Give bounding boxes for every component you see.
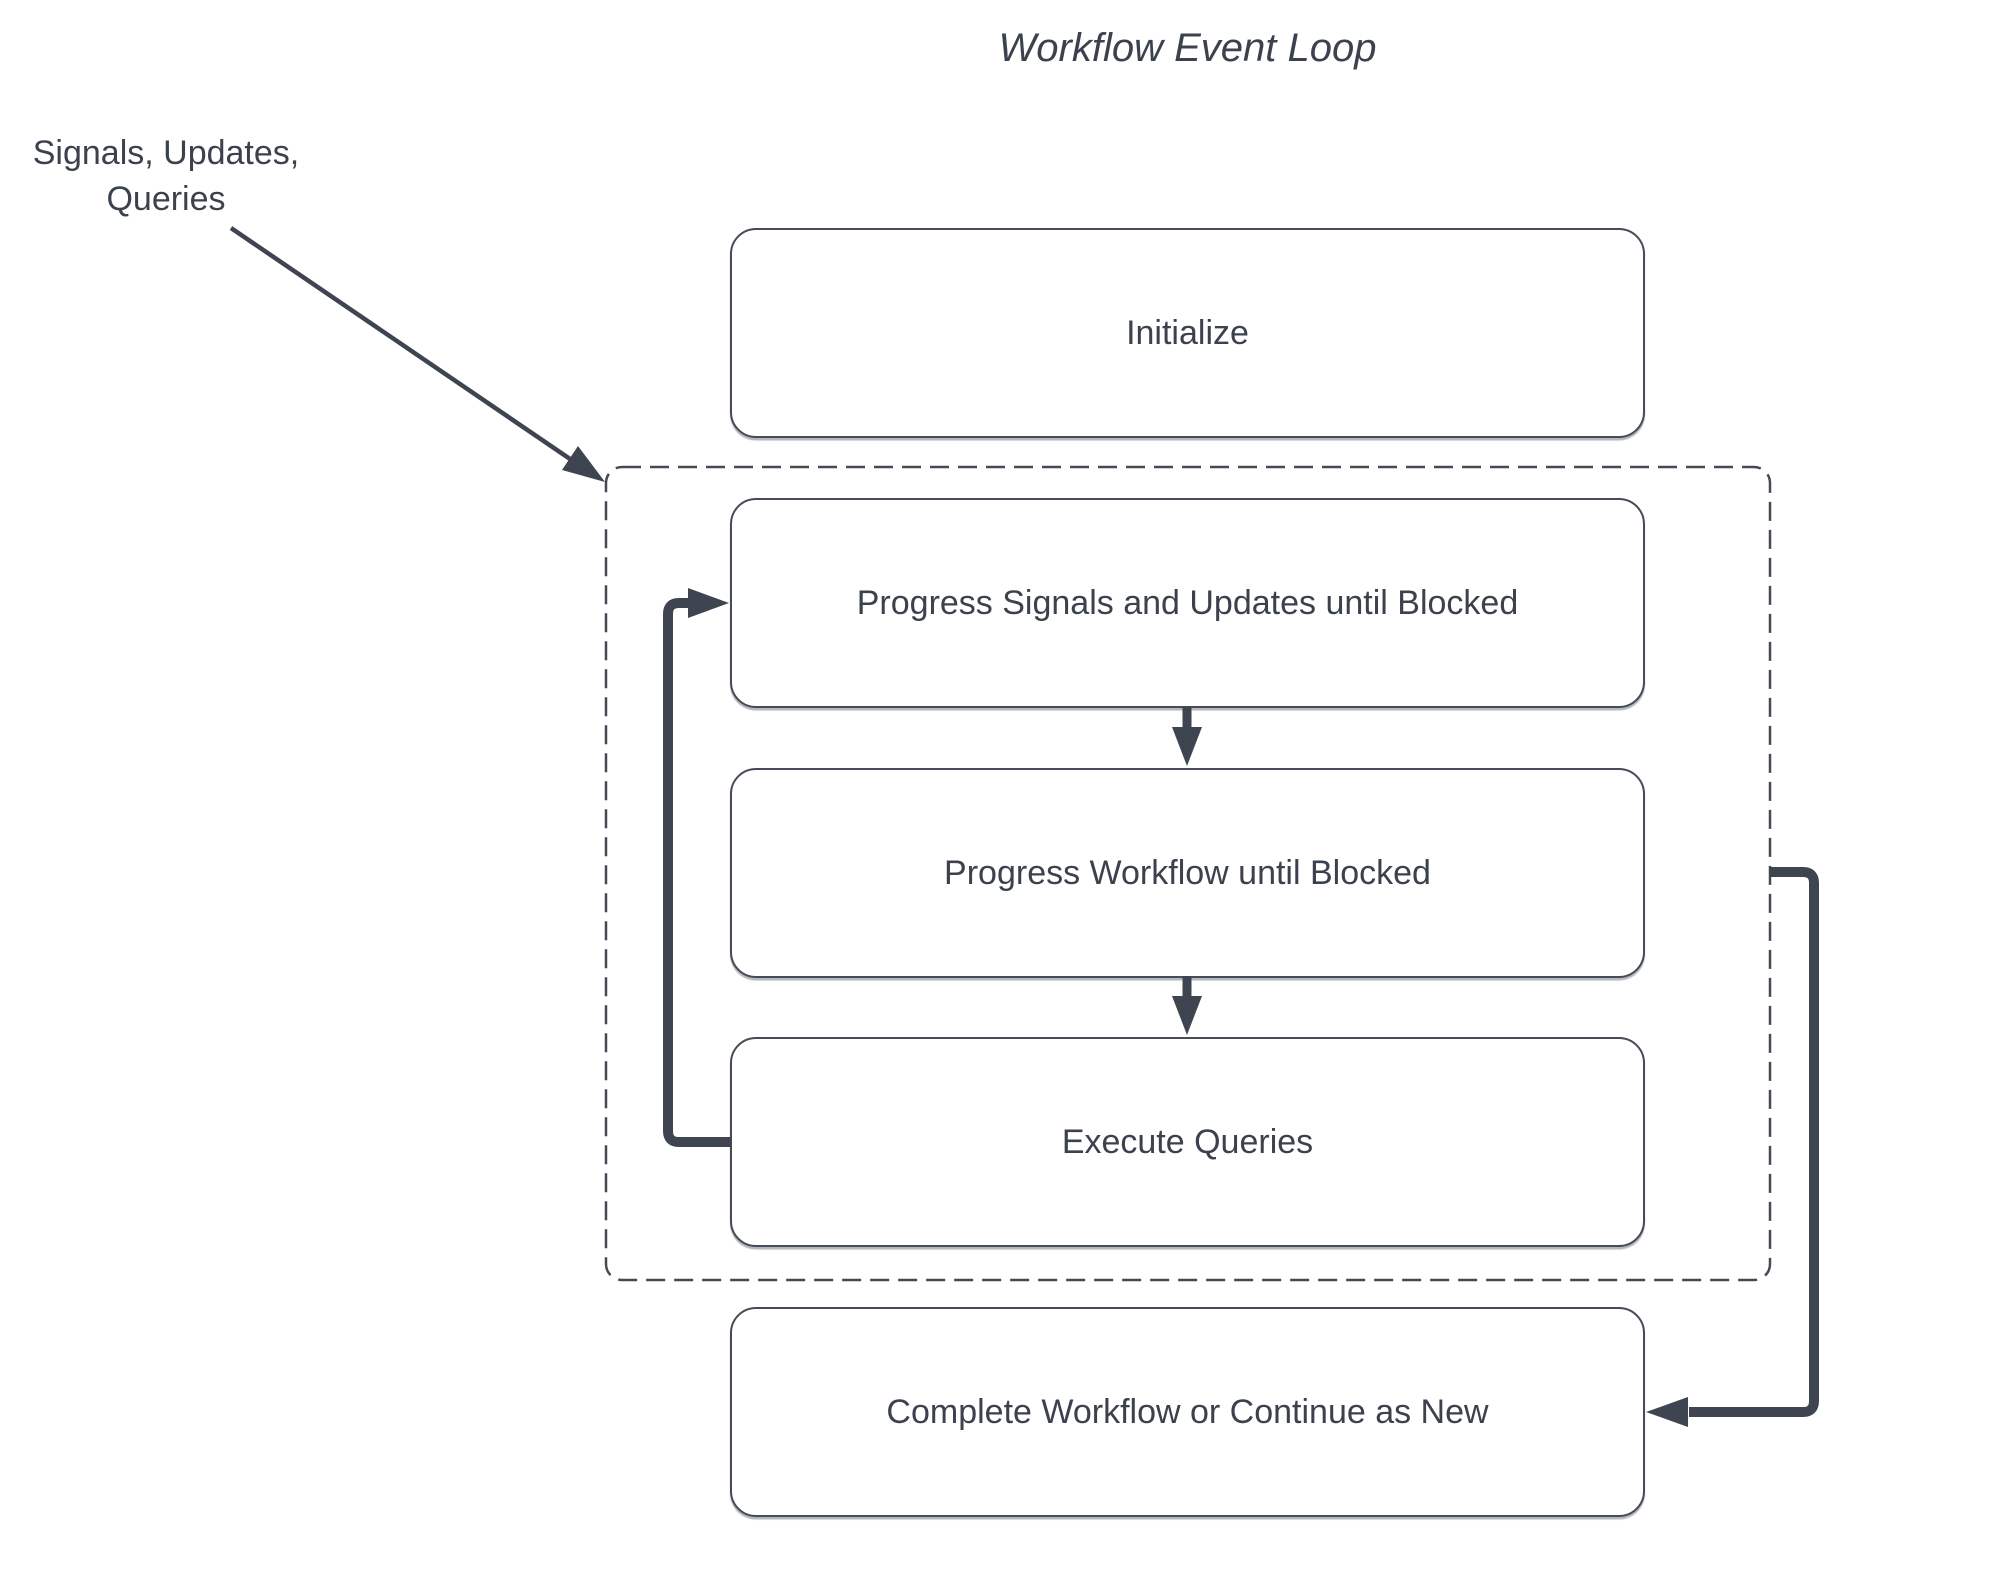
loop-back-queries-to-signals-arrowhead bbox=[688, 588, 729, 618]
arrow-signals-to-event-loop bbox=[229, 226, 575, 463]
node-initialize: Initialize bbox=[730, 228, 1645, 438]
diagram-title: Workflow Event Loop bbox=[998, 26, 1377, 70]
exit-event-loop-to-complete-arrowhead bbox=[1646, 1397, 1688, 1427]
node-complete-workflow-label: Complete Workflow or Continue as New bbox=[886, 1392, 1489, 1431]
exit-event-loop-to-complete bbox=[1689, 867, 1819, 1417]
arrow-signals-to-event-loop-arrowhead bbox=[562, 446, 605, 482]
arrow-workflow-box-to-queries-box-arrowhead bbox=[1172, 996, 1202, 1035]
node-progress-signals-updates: Progress Signals and Updates until Block… bbox=[730, 498, 1645, 708]
loop-back-queries-to-signals bbox=[663, 598, 731, 1147]
node-progress-signals-updates-label: Progress Signals and Updates until Block… bbox=[856, 583, 1519, 622]
node-initialize-label: Initialize bbox=[1126, 313, 1249, 352]
node-execute-queries: Execute Queries bbox=[730, 1037, 1645, 1247]
signals-updates-queries-label: Signals, Updates, Queries bbox=[32, 134, 300, 218]
node-execute-queries-label: Execute Queries bbox=[1061, 1122, 1314, 1161]
node-progress-workflow-label: Progress Workflow until Blocked bbox=[944, 853, 1431, 892]
node-complete-workflow: Complete Workflow or Continue as New bbox=[730, 1307, 1645, 1517]
node-progress-workflow: Progress Workflow until Blocked bbox=[730, 768, 1645, 978]
arrow-signals-box-to-workflow-box-arrowhead bbox=[1172, 727, 1202, 766]
